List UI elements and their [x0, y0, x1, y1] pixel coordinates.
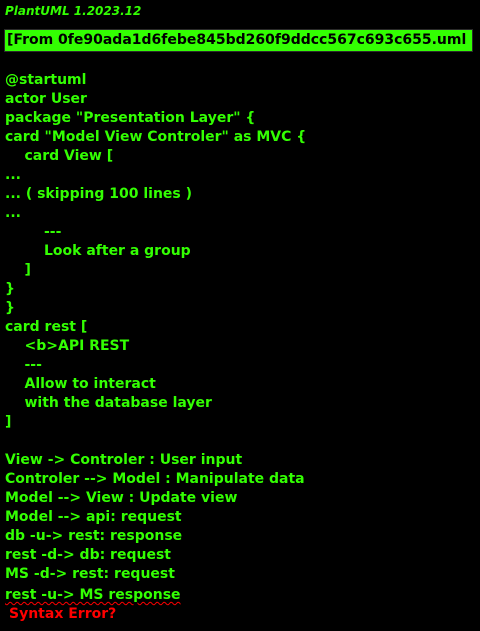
source-line: <b>API REST [5, 338, 130, 354]
source-line: actor User [5, 91, 87, 107]
source-line: card rest [ [5, 319, 88, 335]
source-line-blank [5, 432, 475, 451]
source-line: Look after a group [5, 243, 191, 259]
source-line: --- [5, 224, 62, 240]
error-source-line-text: rest -u-> MS response [5, 587, 181, 603]
source-line: ] [5, 414, 12, 430]
plantuml-version: PlantUML 1.2023.12 [5, 4, 142, 18]
source-line: ... [5, 167, 21, 183]
source-line: Allow to interact [5, 376, 156, 392]
skipped-lines-note: ... ( skipping 100 lines ) [5, 186, 193, 202]
source-line: card View [ [5, 148, 114, 164]
source-line: MS -d-> rest: request [5, 566, 175, 582]
source-banner: [From 0fe90ada1d6febe845bd260f9ddcc567c6… [4, 29, 473, 52]
source-line: ] [5, 262, 31, 278]
source-line: Controler --> Model : Manipulate data [5, 471, 305, 487]
source-code: @startuml actor User package "Presentati… [5, 71, 475, 584]
source-line: db -u-> rest: response [5, 528, 183, 544]
error-source-line: rest -u-> MS response [5, 586, 181, 605]
source-line: Model --> api: request [5, 509, 182, 525]
source-line: rest -d-> db: request [5, 547, 171, 563]
source-line: package "Presentation Layer" { [5, 110, 256, 126]
source-line: with the database layer [5, 395, 212, 411]
source-line: --- [5, 357, 42, 373]
source-line: Model --> View : Update view [5, 490, 238, 506]
source-line: ... [5, 205, 21, 221]
syntax-error-message: Syntax Error? [9, 606, 117, 622]
source-line: } [5, 281, 15, 297]
source-line: View -> Controler : User input [5, 452, 243, 468]
source-line: } [5, 300, 15, 316]
source-line: card "Model View Controler" as MVC { [5, 129, 307, 145]
source-line: @startuml [5, 72, 87, 88]
